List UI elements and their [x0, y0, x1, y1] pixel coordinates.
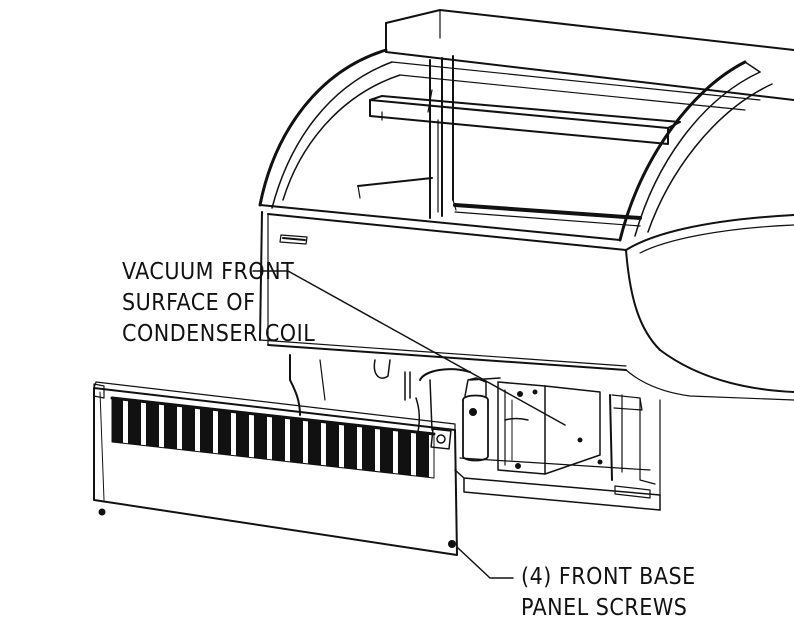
callout-line: CONDENSER COIL [122, 321, 316, 347]
callout-line: SURFACE OF [122, 290, 256, 316]
callout-line: VACUUM FRONT [122, 259, 295, 285]
curved-glass-canopy [258, 9, 794, 242]
interior-uprights [357, 55, 642, 227]
callout-line: PANEL SCREWS [521, 595, 688, 621]
front-base-panel-screws-callout: (4) FRONT BASE PANEL SCREWS [521, 562, 696, 624]
front-panel [259, 204, 661, 371]
screws-leader-line [457, 547, 514, 579]
callout-line: (4) FRONT BASE [521, 564, 696, 590]
vacuum-condenser-coil-callout: VACUUM FRONT SURFACE OF CONDENSER COIL [122, 257, 315, 350]
shelf-bar [369, 95, 681, 145]
louver-grille [110, 396, 436, 479]
front-base-panel [93, 381, 458, 556]
leader-lines [252, 270, 566, 579]
right-end-panel [625, 214, 794, 401]
vacuum-leader-line [252, 270, 566, 426]
machine-compartment [289, 354, 661, 511]
